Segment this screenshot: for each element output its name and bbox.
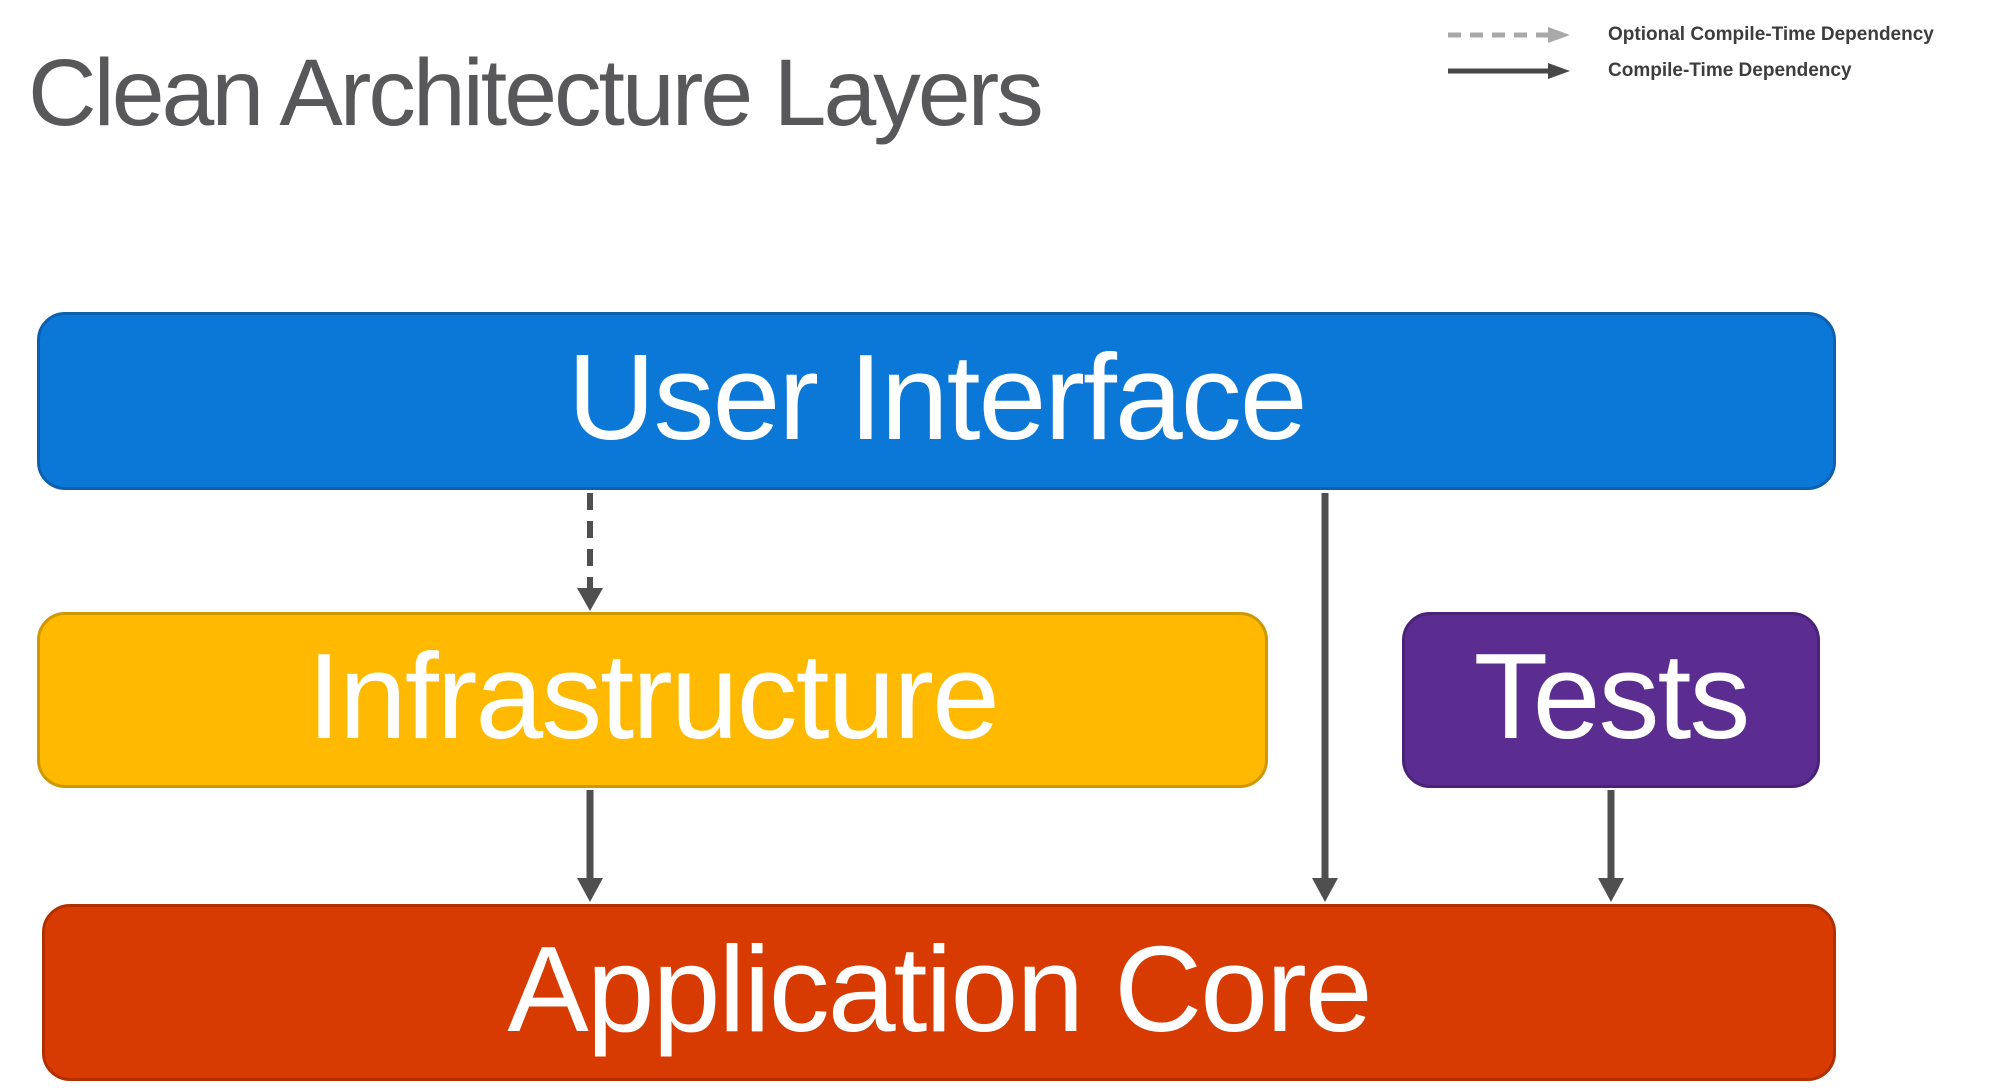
solid-arrow-icon (1448, 63, 1570, 79)
legend-label: Optional Compile-Time Dependency (1608, 24, 1934, 45)
arrow-infrastructure-to-application-core (577, 790, 603, 902)
layer-label: Tests (1473, 628, 1751, 764)
legend-item-compile-time-dependency: Compile-Time Dependency (1446, 58, 1934, 84)
dashed-arrow-icon (1448, 27, 1570, 43)
layer-box-infrastructure: Infrastructure (37, 612, 1268, 788)
arrow-tests-to-application-core (1598, 790, 1624, 902)
layer-label: User Interface (567, 329, 1307, 465)
layer-box-application-core: Application Core (42, 904, 1836, 1081)
legend-label: Compile-Time Dependency (1608, 60, 1852, 81)
layer-box-tests: Tests (1402, 612, 1820, 788)
layer-box-user-interface: User Interface (37, 312, 1836, 490)
legend-item-optional-dependency: Optional Compile-Time Dependency (1446, 22, 1934, 48)
arrow-user-interface-to-infrastructure (577, 493, 603, 611)
page-title: Clean Architecture Layers (28, 40, 1044, 146)
arrow-user-interface-to-application-core (1312, 493, 1338, 902)
legend: Optional Compile-Time Dependency Compile… (1446, 22, 1934, 94)
layer-label: Application Core (507, 920, 1372, 1057)
layer-label: Infrastructure (307, 628, 1000, 764)
